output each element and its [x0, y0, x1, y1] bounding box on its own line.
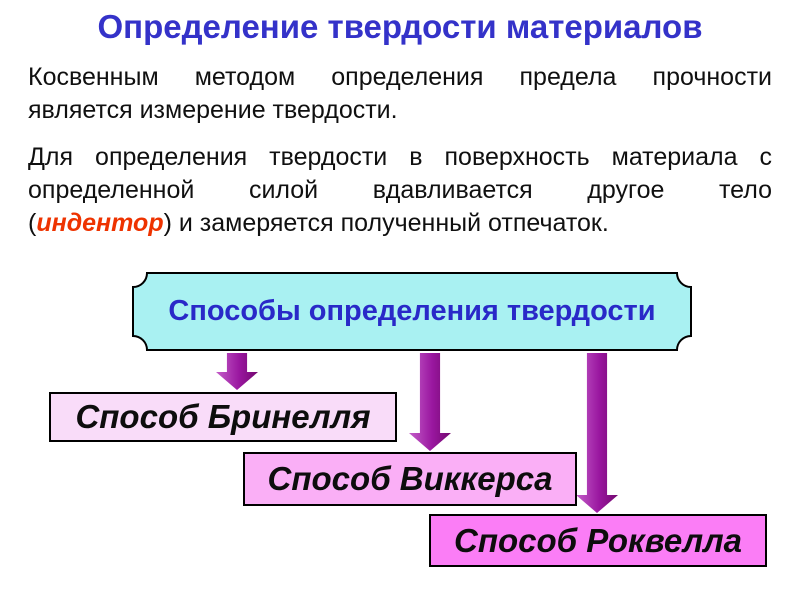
method-box-brinell: Способ Бринелля: [49, 392, 397, 442]
paragraph-2-line-2: определенной силой вдавливается другое т…: [28, 176, 772, 204]
paren-open: (: [28, 209, 37, 237]
paragraph-1: Косвенным методом определения предела пр…: [28, 61, 772, 127]
slide-title: Определение твердости материалов: [97, 8, 703, 45]
diagram-root-label: Способы определения твердости: [168, 295, 656, 327]
method-box-vickers-label: Способ Виккерса: [267, 460, 553, 497]
diagram-root-node: Способы определения твердости: [131, 271, 693, 352]
plaque-shape: [132, 272, 692, 351]
paragraph-2-line-1: Для определения твердости в поверхность …: [28, 143, 772, 171]
indenter-term: индентор: [36, 209, 164, 237]
paragraph-1-line-1: Косвенным методом определения предела пр…: [28, 63, 772, 91]
arrow-down-icon-2: [409, 353, 451, 451]
method-box-vickers: Способ Виккерса: [243, 452, 577, 506]
method-box-brinell-label: Способ Бринелля: [75, 398, 371, 435]
arrow-down-icon-3: [576, 353, 618, 513]
paragraph-2: Для определения твердости в поверхность …: [28, 141, 772, 240]
paragraph-2-line-3-rest: ) и замеряется полученный отпечаток.: [163, 209, 609, 237]
method-box-rockwell: Способ Роквелла: [429, 514, 767, 567]
arrow-down-icon-1: [216, 353, 258, 390]
paragraph-1-line-2: является измерение твердости.: [28, 96, 398, 124]
method-box-rockwell-label: Способ Роквелла: [454, 521, 742, 559]
paragraph-2-line-3: (индентор) и замеряется полученный отпеч…: [28, 207, 772, 240]
